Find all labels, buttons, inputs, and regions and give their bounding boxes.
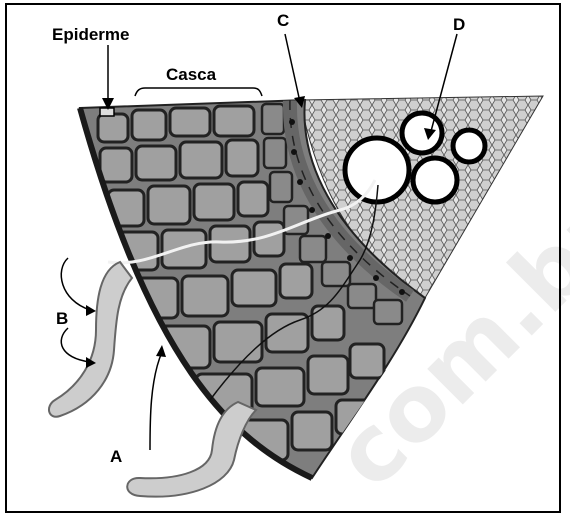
- label-a: A: [110, 447, 122, 466]
- root-hair-lower: [127, 402, 256, 497]
- label-epiderme: Epiderme: [52, 25, 129, 44]
- label-d: D: [453, 15, 465, 34]
- label-casca: Casca: [166, 65, 217, 84]
- label-b: B: [56, 309, 68, 328]
- label-c: C: [277, 11, 289, 30]
- epidermis-cell: [100, 108, 114, 116]
